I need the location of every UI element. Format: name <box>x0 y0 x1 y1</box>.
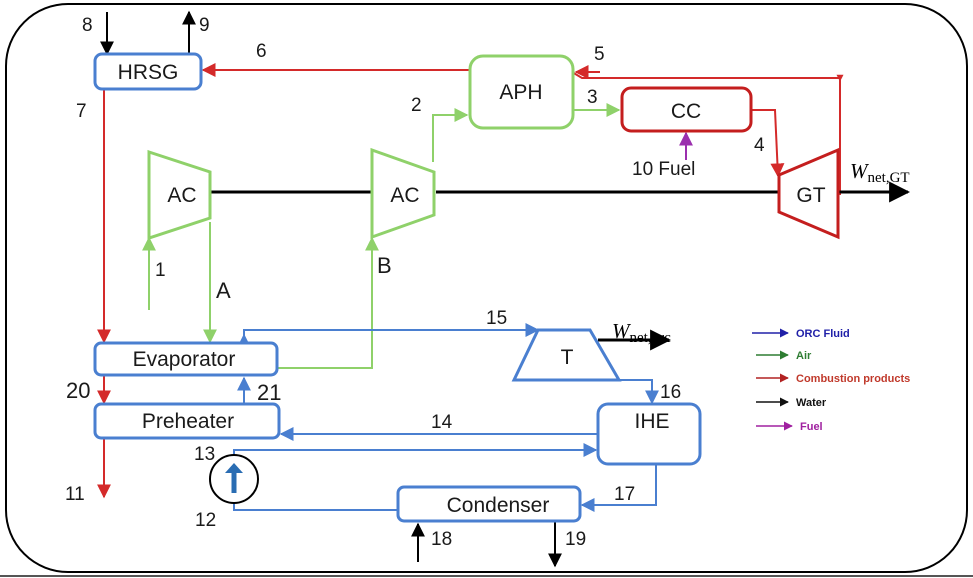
state-14-label: 14 <box>431 412 453 433</box>
cc-block: CC <box>620 86 753 133</box>
stream-17-line <box>580 465 657 512</box>
state-16-label: 16 <box>660 382 681 403</box>
compressor-2-label: AC <box>390 184 419 207</box>
compressor-1: AC <box>147 149 212 241</box>
state-11-label: 11 <box>65 484 85 505</box>
preheater-block: Preheater <box>93 402 281 440</box>
legend-orc-label: ORC Fluid <box>796 328 850 340</box>
state-3-label: 3 <box>587 87 598 108</box>
state-8-label: 8 <box>82 15 93 36</box>
state-17-label: 17 <box>614 484 635 505</box>
state-19-label: 19 <box>565 529 586 550</box>
legend-fuel-label: Fuel <box>800 421 823 433</box>
gas-turbine: GT <box>777 147 840 240</box>
compressor-2: AC <box>370 147 436 240</box>
compressor-1-label: AC <box>167 184 196 207</box>
gas-turbine-label: GT <box>796 184 825 207</box>
stream-16-line <box>620 379 659 405</box>
state-12-label: 12 <box>195 510 216 531</box>
hrsg-block: HRSG <box>93 52 203 91</box>
state-1-label: 1 <box>155 260 166 281</box>
pump-symbol <box>209 454 259 504</box>
stream-B-line <box>278 236 379 369</box>
evaporator-label: Evaporator <box>133 348 236 371</box>
orc-turbine-label: T <box>561 346 574 369</box>
legend-combustion-label: Combustion products <box>796 373 910 385</box>
aph-block: APH <box>468 54 575 130</box>
orc-net-work-label: Wnet,orc <box>612 319 671 346</box>
outer-frame <box>5 3 968 573</box>
legend-air-label: Air <box>796 350 812 362</box>
ihe-block: IHE <box>596 402 702 466</box>
state-20-label: 20 <box>66 378 90 403</box>
state-A-label: A <box>216 278 231 303</box>
state-2-label: 2 <box>411 95 422 116</box>
stream-2-line <box>432 108 469 162</box>
stream-13-line <box>233 443 598 463</box>
state-5-label: 5 <box>594 44 605 65</box>
evaporator-block: Evaporator <box>93 341 279 377</box>
gt-net-work-label: Wnet,GT <box>850 159 910 186</box>
orc-turbine: T <box>511 328 622 382</box>
condenser-block: Condenser <box>396 485 582 523</box>
state-18-label: 18 <box>431 529 452 550</box>
state-10-label: 10 Fuel <box>632 159 695 180</box>
condenser-label: Condenser <box>447 494 550 517</box>
state-9-label: 9 <box>199 15 210 36</box>
state-21-label: 21 <box>257 380 281 405</box>
state-6-label: 6 <box>256 41 267 62</box>
ihe-label: IHE <box>634 410 669 433</box>
state-B-label: B <box>377 253 392 278</box>
legend-water-label: Water <box>796 397 827 409</box>
preheater-label: Preheater <box>142 410 234 433</box>
state-7-label: 7 <box>76 101 87 122</box>
aph-label: APH <box>499 81 542 104</box>
legend: ORC Fluid Air Combustion products Water … <box>752 328 910 433</box>
state-15-label: 15 <box>486 308 507 329</box>
cc-label: CC <box>671 100 701 123</box>
hrsg-label: HRSG <box>118 61 179 84</box>
stream-4-line <box>752 109 785 178</box>
state-13-label: 13 <box>194 444 215 465</box>
state-4-label: 4 <box>754 135 765 156</box>
stream-12-line <box>233 494 398 511</box>
stream-15-line <box>243 323 540 343</box>
